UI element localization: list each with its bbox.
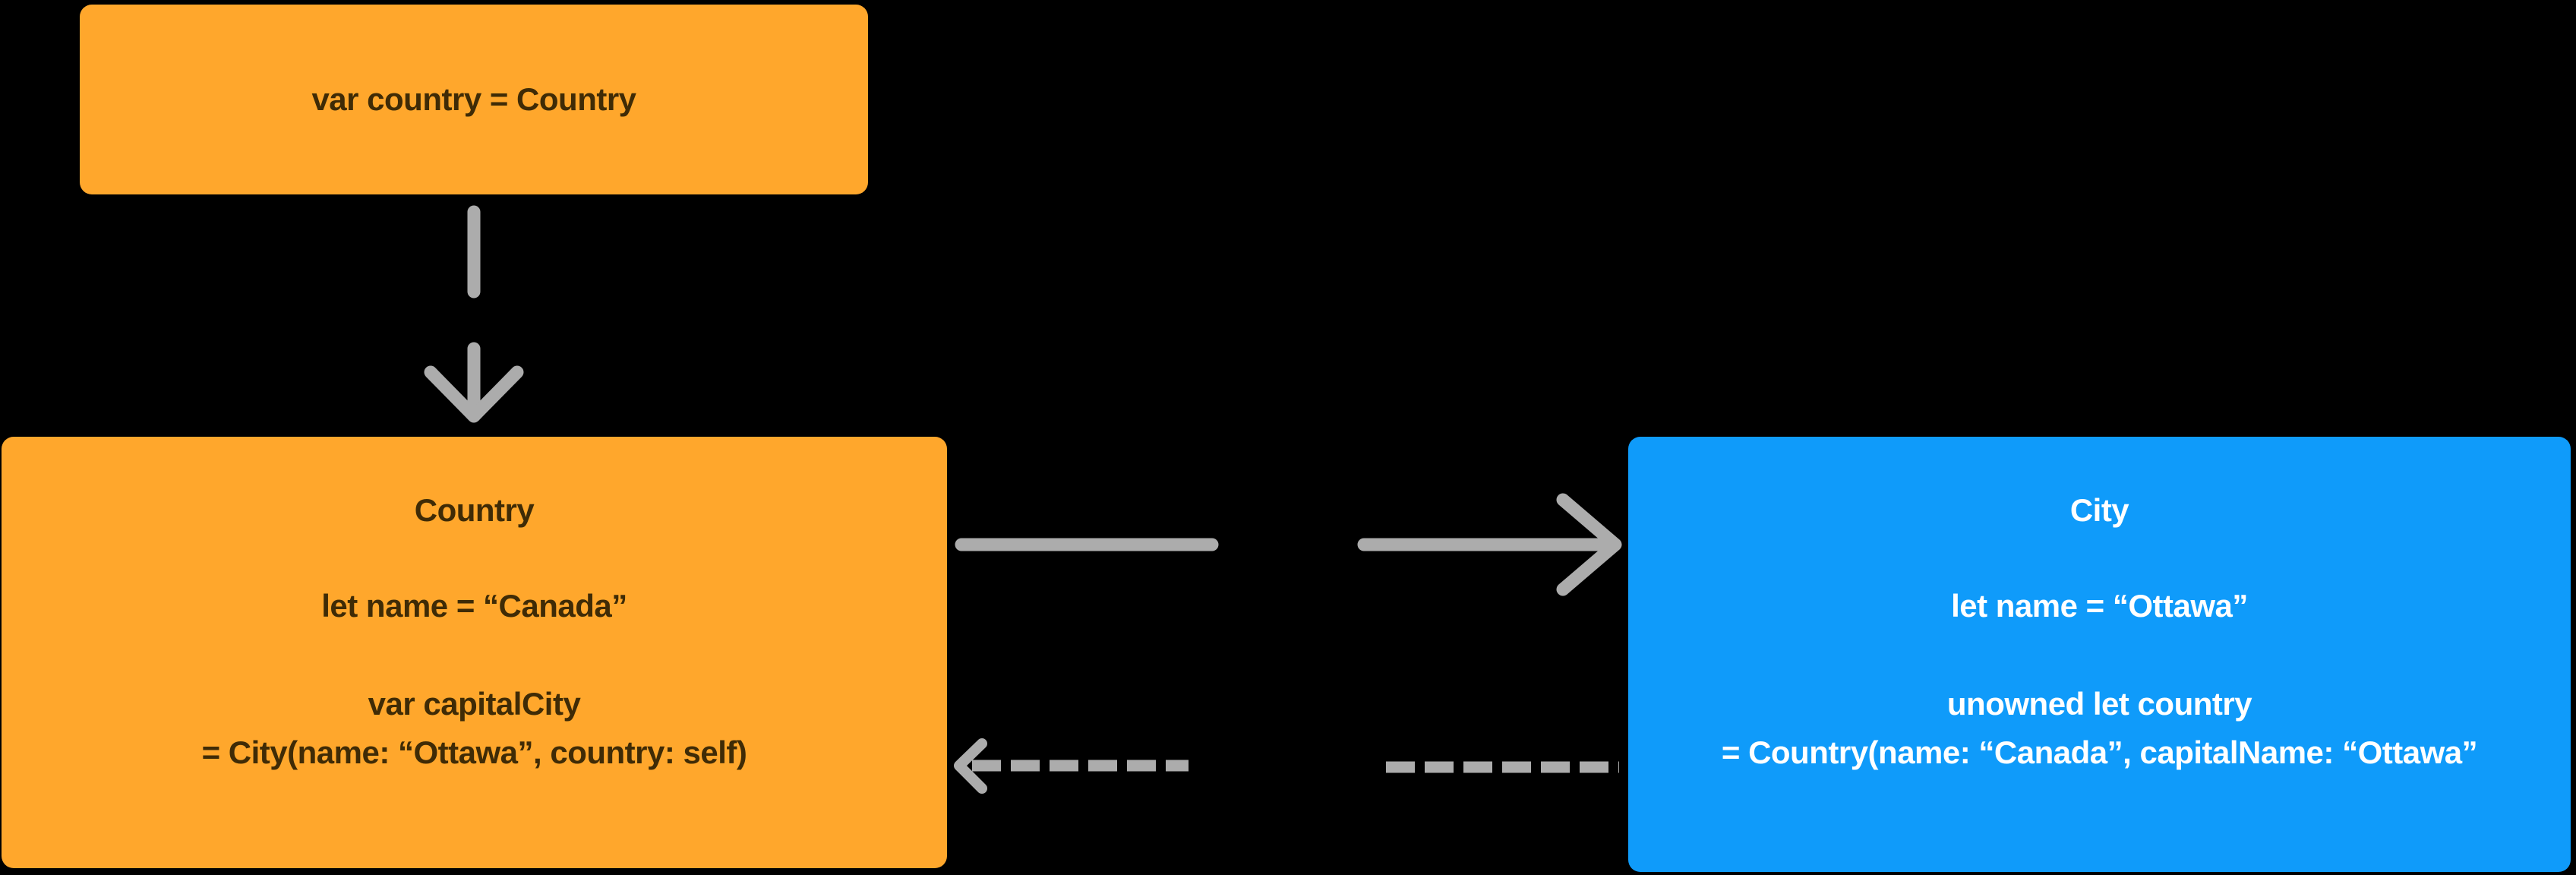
var-declaration-text: var country = Country	[311, 81, 636, 117]
var-declaration-box: var country = Country	[80, 5, 868, 194]
country-name-property: let name = “Canada”	[321, 588, 627, 624]
city-instance-box: City let name = “Ottawa” unowned let cou…	[1628, 437, 2571, 872]
city-box-title: City	[2069, 492, 2129, 528]
city-country-property-line2: = Country(name: “Canada”, capitalName: “…	[1721, 734, 2478, 770]
country-instance-box: Country let name = “Canada” var capitalC…	[2, 437, 947, 868]
unowned-reference-left-dashed-arrow-icon	[954, 738, 1619, 794]
strong-reference-right-arrow-icon	[955, 493, 1622, 596]
city-country-property-line1: unowned let country	[1946, 686, 2252, 722]
country-capital-property-line1: var capitalCity	[368, 686, 581, 722]
strong-reference-down-arrow-icon	[424, 205, 524, 423]
country-capital-property-line2: = City(name: “Ottawa”, country: self)	[201, 734, 747, 770]
country-box-title: Country	[414, 492, 535, 528]
city-name-property: let name = “Ottawa”	[1951, 588, 2248, 624]
